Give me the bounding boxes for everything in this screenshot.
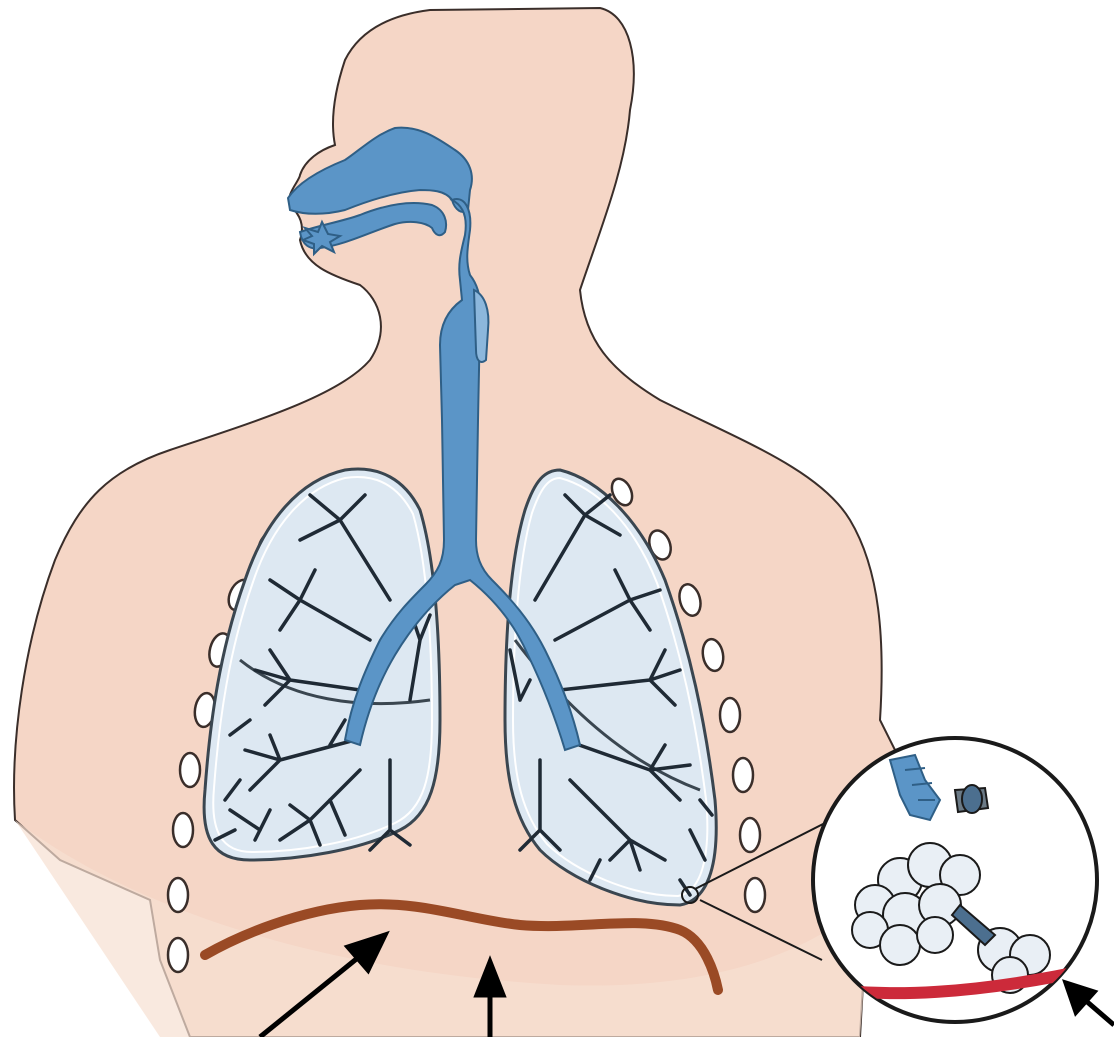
rib — [173, 813, 193, 847]
rib — [168, 938, 188, 972]
rib — [740, 818, 760, 852]
rib — [720, 698, 740, 732]
side-branch-end — [962, 785, 982, 813]
rib — [745, 878, 765, 912]
alveolus — [880, 925, 920, 965]
arrow-to-capillary — [1085, 1000, 1114, 1025]
alveolus — [917, 917, 953, 953]
rib — [733, 758, 753, 792]
rib — [180, 753, 200, 787]
arrowhead — [1066, 983, 1094, 1012]
rib — [168, 878, 188, 912]
